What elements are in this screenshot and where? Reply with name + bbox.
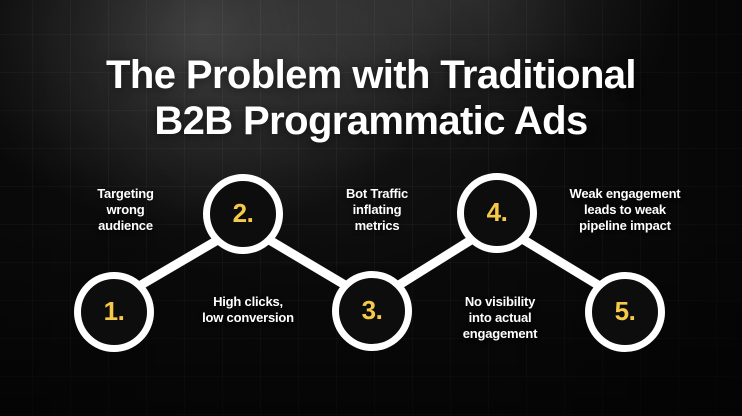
- step-node-2[interactable]: 2.: [203, 174, 283, 254]
- step-caption-3: Bot Traffic inflating metrics: [316, 186, 438, 234]
- step-node-3-number: 3.: [361, 295, 383, 325]
- step-node-4-number: 4.: [486, 197, 508, 227]
- step-caption-4-line-3: engagement: [462, 326, 538, 341]
- step-node-4[interactable]: 4.: [457, 173, 537, 253]
- step-caption-3-line-1: Bot Traffic: [345, 186, 409, 201]
- step-caption-2: High clicks, low conversion: [182, 294, 314, 326]
- step-caption-4: No visibility into actual engagement: [436, 294, 564, 342]
- page-title-line-2: B2B Programmatic Ads: [154, 99, 588, 143]
- step-caption-1-line-3: audience: [98, 218, 153, 233]
- step-caption-4-line-1: No visibility: [464, 294, 536, 309]
- connector-2-3: [266, 236, 350, 290]
- step-node-5-number: 5.: [614, 296, 636, 326]
- page-title: The Problem with Traditional B2B Program…: [0, 52, 742, 144]
- step-caption-3-line-2: inflating: [352, 202, 402, 217]
- step-caption-1-line-1: Targeting: [97, 186, 154, 201]
- connector-4-5: [519, 235, 603, 290]
- step-caption-1-line-2: wrong: [106, 202, 145, 217]
- step-caption-5-line-2: leads to weak: [584, 202, 666, 217]
- step-caption-1: Targeting wrong audience: [63, 186, 188, 234]
- step-caption-5: Weak engagement leads to weak pipeline i…: [546, 186, 704, 234]
- step-node-5[interactable]: 5.: [585, 272, 665, 352]
- step-node-2-number: 2.: [232, 198, 254, 228]
- step-node-3[interactable]: 3.: [332, 271, 412, 351]
- step-caption-3-line-3: metrics: [354, 218, 400, 233]
- step-node-1[interactable]: 1.: [74, 272, 154, 352]
- connector-3-4: [394, 235, 476, 290]
- step-caption-4-line-2: into actual: [468, 310, 532, 325]
- step-caption-2-line-1: High clicks,: [213, 294, 283, 309]
- page-title-line-1: The Problem with Traditional: [106, 53, 637, 97]
- step-caption-5-line-1: Weak engagement: [569, 186, 681, 201]
- step-node-1-number: 1.: [103, 296, 125, 326]
- connector-1-2: [136, 236, 221, 290]
- step-caption-2-line-2: low conversion: [202, 310, 294, 325]
- step-caption-5-line-3: pipeline impact: [579, 218, 671, 233]
